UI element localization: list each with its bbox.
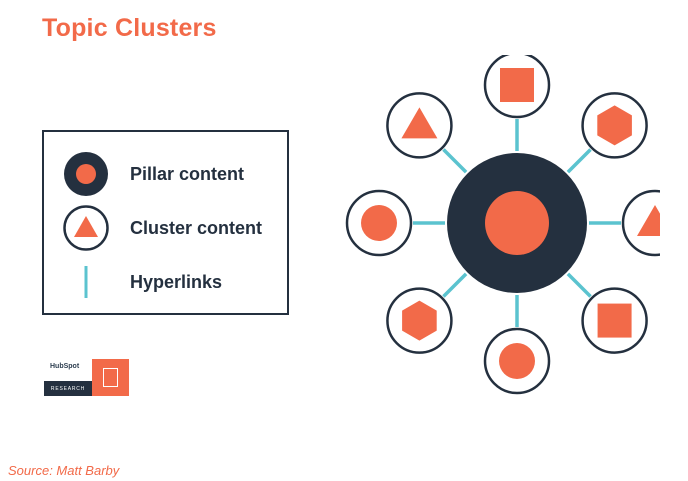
cluster-node (386, 92, 453, 159)
hyperlink-icon (62, 258, 110, 306)
legend-label-cluster: Cluster content (130, 217, 263, 238)
hexagon-icon (597, 105, 632, 146)
cluster-node (581, 92, 648, 159)
legend-label-pillar: Pillar content (130, 163, 245, 184)
triangle-icon (401, 107, 438, 139)
cluster-node (621, 189, 660, 257)
legend-item-hyperlinks: Hyperlinks (44, 257, 287, 307)
square-icon (500, 68, 534, 102)
legend-item-cluster: Cluster content (44, 203, 287, 253)
legend-box: Pillar content Cluster content Hyperlink… (42, 130, 289, 315)
document-icon (92, 359, 129, 396)
hubspot-research-logo: HubSpot RESEARCH (44, 359, 129, 396)
legend-item-pillar: Pillar content (44, 149, 287, 199)
circle-icon (499, 343, 535, 379)
legend-label-hyperlinks: Hyperlinks (130, 271, 223, 292)
topic-cluster-diagram (345, 55, 660, 395)
hyperlink-line (442, 272, 468, 298)
cluster-node (345, 189, 413, 257)
cluster-node (581, 287, 648, 354)
circle-icon (361, 205, 397, 241)
square-icon (597, 303, 632, 338)
hubspot-logo: HubSpot RESEARCH (44, 359, 92, 396)
hyperlink-line (566, 148, 592, 174)
research-label: RESEARCH (44, 381, 92, 396)
hyperlink-line (442, 148, 468, 174)
pillar-icon (62, 150, 110, 198)
cluster-node (483, 55, 551, 119)
pillar-inner-circle-icon (485, 191, 549, 255)
cluster-node (386, 287, 453, 354)
hubspot-wordmark: HubSpot (50, 363, 80, 370)
cluster-icon (62, 204, 110, 252)
hexagon-icon (402, 300, 437, 341)
source-caption: Source: Matt Barby (8, 463, 120, 478)
triangle-icon (637, 205, 660, 236)
hyperlink-line (566, 272, 592, 298)
cluster-node (483, 327, 551, 395)
page-title: Topic Clusters (42, 14, 217, 42)
